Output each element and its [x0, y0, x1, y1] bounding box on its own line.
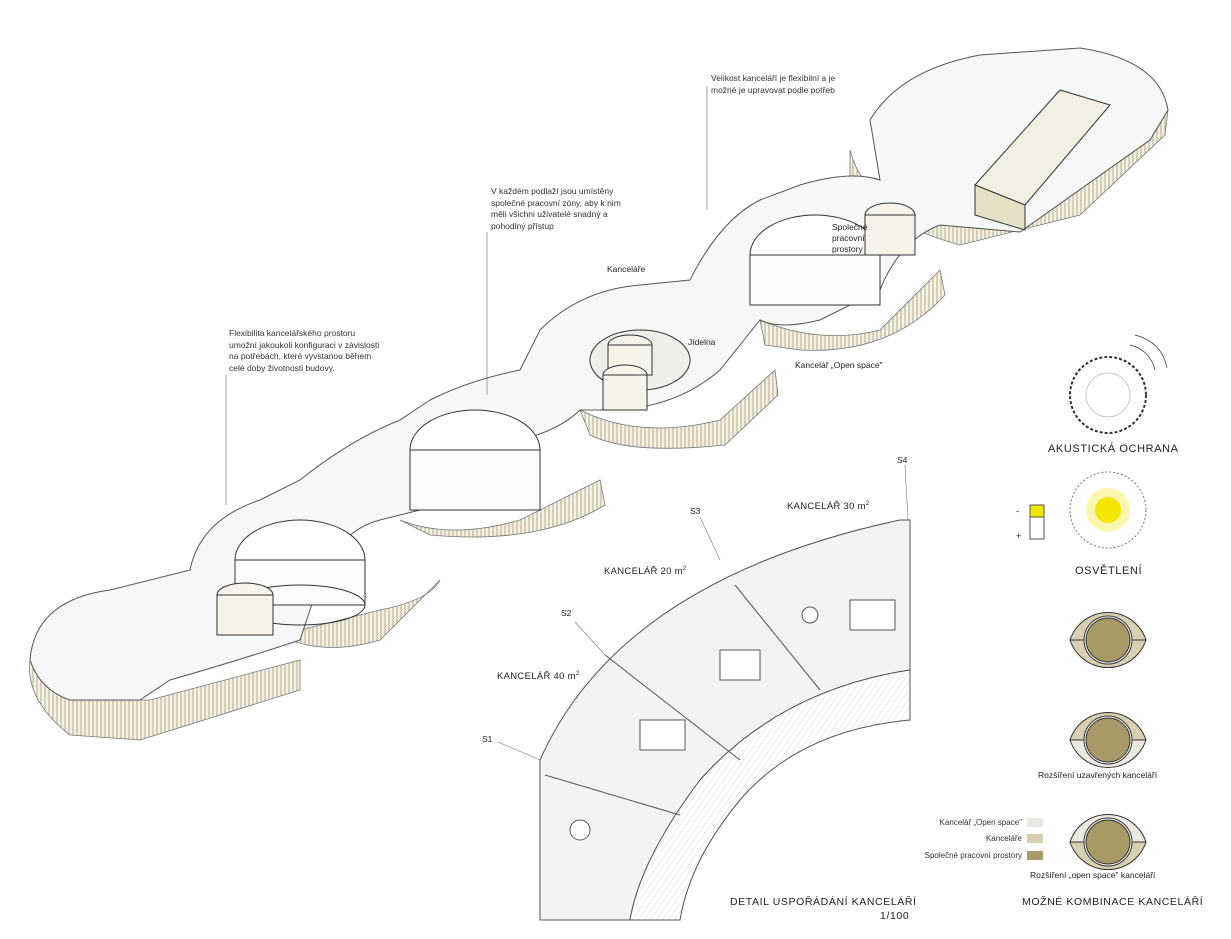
annotation-shared-zones: V každém podlaží jsou umístěny společné …	[491, 186, 621, 231]
acoustic-title: AKUSTICKÁ OCHRANA	[1048, 443, 1179, 455]
lighting-title: OSVĚTLENÍ	[1075, 565, 1143, 577]
annotation-office-size: Velikost kanceláří je flexibilní a je mo…	[711, 73, 836, 95]
combo-open-icon	[1069, 813, 1147, 871]
leader-lines	[225, 86, 708, 505]
room-label-40: KANCELÁŘ 40 m2	[497, 671, 580, 683]
label-offices: Kanceláře	[607, 264, 646, 274]
combo-open-label: Rozšíření „open space" kanceláří	[1030, 870, 1156, 880]
room-label-30: KANCELÁŘ 30 m2	[787, 501, 870, 513]
section-label-s1: S1	[482, 734, 493, 744]
legend-label-offices: Kanceláře	[985, 834, 1022, 843]
light-scale-bottom: +	[1016, 531, 1022, 541]
combo-base-icon	[1069, 611, 1147, 669]
legend-swatch-offices	[1027, 834, 1043, 843]
combo-closed-icon	[1069, 711, 1147, 769]
label-open-space: Kancelář „Open space"	[795, 360, 883, 370]
legend-swatch-open-space	[1027, 818, 1043, 827]
facade-slats	[29, 109, 1169, 741]
legend-swatch-shared	[1027, 851, 1043, 860]
lighting-icon	[1069, 471, 1147, 549]
room-label-20: KANCELÁŘ 20 m2	[604, 566, 687, 578]
light-scale-top: -	[1016, 506, 1019, 516]
acoustic-icon	[1069, 334, 1168, 434]
combos-title: MOŽNÉ KOMBINACE KANCELÁŘÍ	[1022, 896, 1204, 908]
combo-icons	[1069, 611, 1147, 871]
section-markers	[497, 464, 909, 761]
annotation-flexibility: Flexibilita kancelářského prostoru umožn…	[229, 328, 380, 373]
label-canteen: Jídelna	[688, 337, 716, 347]
section-label-s3: S3	[690, 506, 701, 516]
combo-closed-label: Rozšíření uzavřených kanceláří	[1038, 770, 1158, 780]
office-plan	[539, 519, 911, 921]
building-cores	[216, 89, 1111, 636]
light-scale-icon	[1029, 504, 1045, 540]
legend-label-open-space: Kancelář „Open space"	[939, 818, 1022, 827]
section-label-s4: S4	[897, 455, 908, 465]
plan-scale: 1/100	[880, 910, 910, 922]
section-label-s2: S2	[561, 608, 572, 618]
plan-title: DETAIL USPOŘÁDÁNÍ KANCELÁŘÍ	[730, 896, 917, 908]
label-shared-spaces: Společné pracovní prostory	[832, 222, 868, 254]
legend-label-shared: Společné pracovní prostory	[924, 851, 1022, 860]
